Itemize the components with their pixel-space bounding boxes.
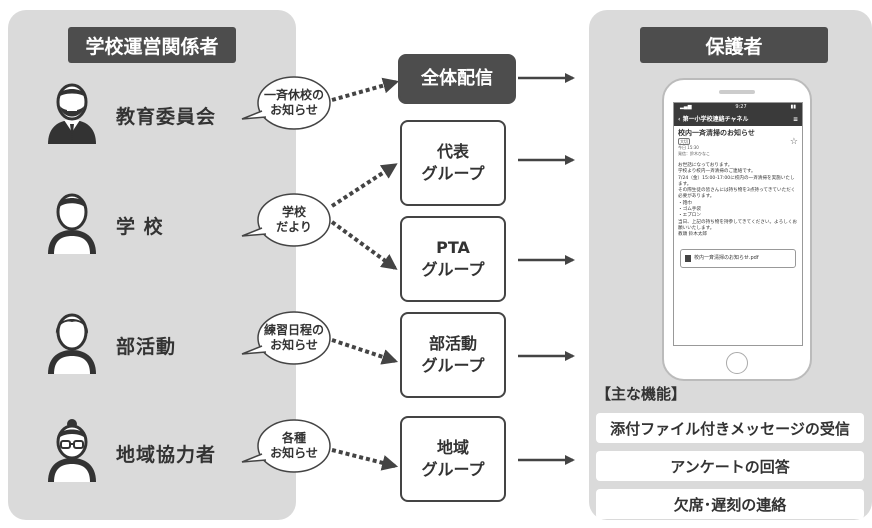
battery-icon: ▮▮ bbox=[790, 104, 796, 110]
app-header: ‹ 第一小学校連絡チャネル ≡ bbox=[674, 112, 802, 126]
actor-name: 部活動 bbox=[116, 335, 177, 358]
smartphone-mockup: ▂▄▆ 9:27 ▮▮ ‹ 第一小学校連絡チャネル ≡ 校内一斉清掃のお知らせ … bbox=[662, 78, 812, 381]
group-broadcast-all: 全体配信 bbox=[398, 54, 516, 104]
message-sender: 発信：鈴木ひなこ bbox=[678, 151, 710, 156]
message-title: 校内一斉清掃のお知らせ bbox=[678, 129, 755, 137]
dotted-arrow-3 bbox=[331, 338, 399, 365]
feature-item: 欠席･遅刻の連絡 bbox=[596, 489, 864, 519]
message-meta: 大切 今日 15:30 発信：鈴木ひなこ ☆ bbox=[674, 137, 802, 157]
actor-name: 地域協力者 bbox=[116, 443, 217, 466]
left-panel bbox=[8, 10, 296, 520]
channel-name: 第一小学校連絡チャネル bbox=[682, 115, 749, 123]
woman-icon bbox=[42, 310, 102, 380]
home-button[interactable] bbox=[726, 352, 748, 374]
right-panel-title: 保護者 bbox=[640, 27, 828, 63]
left-panel-title: 学校運営関係者 bbox=[68, 27, 236, 63]
signal-icon: ▂▄▆ bbox=[680, 104, 692, 110]
speech-bubble: 練習日程の お知らせ bbox=[241, 310, 332, 366]
message-body: お世話になっております。 学校より校内一斉清掃のご連絡です。 7/24（金）15… bbox=[678, 163, 798, 238]
back-icon[interactable]: ‹ bbox=[678, 115, 683, 123]
actor-community-cooperator: 地域協力者 bbox=[42, 418, 216, 488]
status-bar: ▂▄▆ 9:27 ▮▮ bbox=[674, 103, 802, 112]
bubble-text: 練習日程の お知らせ bbox=[263, 323, 324, 352]
pdf-file-icon bbox=[685, 254, 691, 262]
group-pta: PTA グループ bbox=[400, 216, 506, 302]
glasses-woman-icon bbox=[42, 418, 102, 488]
importance-badge: 大切 bbox=[678, 138, 690, 145]
star-icon[interactable]: ☆ bbox=[789, 137, 798, 147]
group-club-activity: 部活動 グループ bbox=[400, 312, 506, 398]
menu-icon[interactable]: ≡ bbox=[792, 115, 798, 123]
speech-bubble: 各種 お知らせ bbox=[241, 418, 332, 474]
actor-club-activity: 部活動 bbox=[42, 310, 176, 380]
phone-screen: ▂▄▆ 9:27 ▮▮ ‹ 第一小学校連絡チャネル ≡ 校内一斉清掃のお知らせ … bbox=[673, 102, 803, 346]
attachment-file[interactable]: 校内一斉清掃のお知らせ.pdf bbox=[680, 248, 796, 268]
message-date: 今日 15:30 bbox=[678, 145, 699, 150]
dotted-arrow-2b bbox=[330, 220, 398, 270]
dotted-arrow-4 bbox=[331, 448, 399, 471]
bubble-text: 一斉休校の お知らせ bbox=[263, 88, 324, 117]
speech-bubble: 学校 だより bbox=[241, 192, 332, 248]
feature-item: アンケートの回答 bbox=[596, 451, 864, 481]
dotted-arrow-2a bbox=[330, 163, 398, 208]
group-community: 地域 グループ bbox=[400, 416, 506, 502]
bubble-text: 学校 だより bbox=[276, 205, 312, 234]
actor-name: 学 校 bbox=[116, 215, 164, 238]
attachment-name: 校内一斉清掃のお知らせ.pdf bbox=[694, 254, 759, 261]
speech-bubble: 一斉休校の お知らせ bbox=[241, 75, 332, 131]
feature-item: 添付ファイル付きメッセージの受信 bbox=[596, 413, 864, 443]
phone-speaker bbox=[719, 90, 755, 94]
actor-board-of-education: 教育委員会 bbox=[42, 80, 216, 150]
actor-name: 教育委員会 bbox=[116, 105, 217, 128]
man-icon bbox=[42, 190, 102, 260]
features-heading: 【主な機能】 bbox=[596, 385, 687, 403]
actor-school: 学 校 bbox=[42, 190, 164, 260]
status-time: 9:27 bbox=[735, 104, 747, 110]
bearded-man-icon bbox=[42, 80, 102, 150]
bubble-text: 各種 お知らせ bbox=[270, 431, 318, 460]
group-representatives: 代表 グループ bbox=[400, 120, 506, 206]
dotted-arrow-1 bbox=[331, 77, 400, 102]
